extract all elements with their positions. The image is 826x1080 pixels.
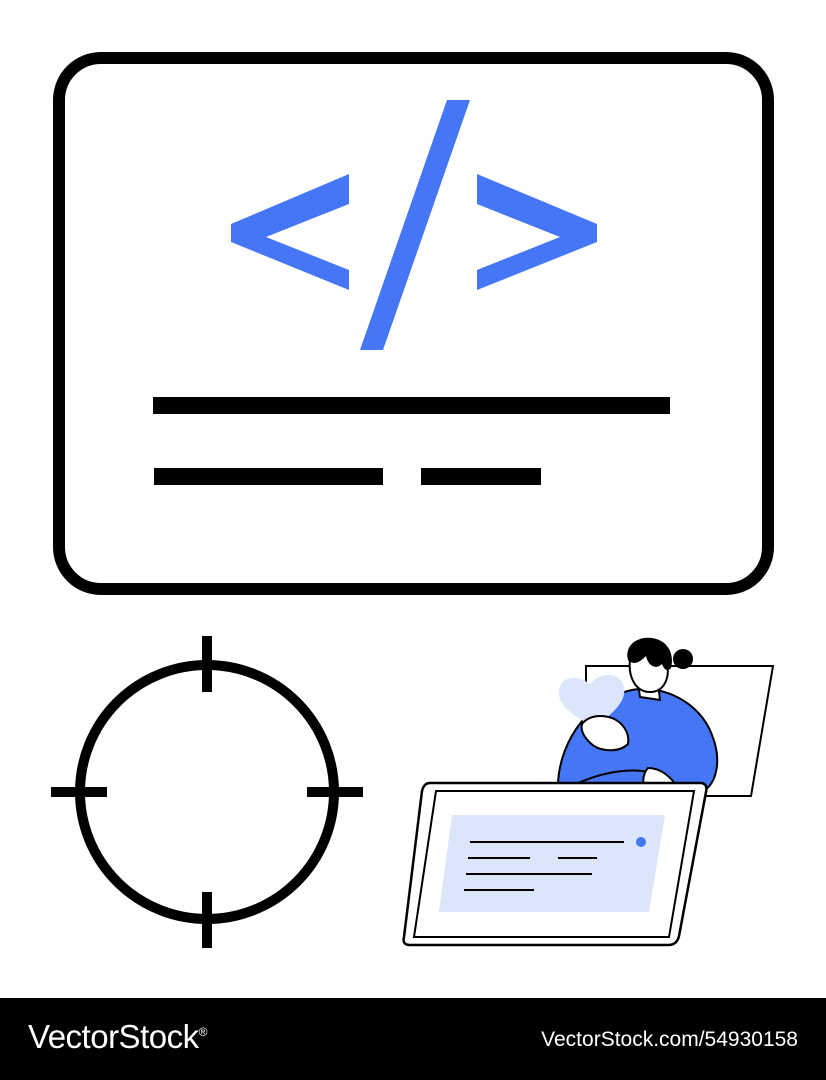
brand-registered-mark: ® [198, 1025, 208, 1039]
crosshair-icon [51, 636, 363, 948]
tablet-icon [402, 781, 708, 947]
less-than-glyph [231, 174, 349, 290]
crosshair-ring [75, 660, 339, 924]
tablet-text-lines [464, 841, 624, 891]
tablet-indicator-dot [636, 837, 646, 847]
code-window-frame [53, 52, 774, 595]
person-hand [580, 715, 630, 752]
person-hair-bun [673, 649, 693, 669]
footer-bar: VectorStock® VectorStock.com/54930158 [0, 998, 826, 1080]
person-hair [627, 637, 672, 671]
heart-icon [558, 675, 625, 728]
code-text-line-3 [421, 468, 541, 485]
tablet-screen [439, 815, 665, 912]
asset-id: VectorStock.com/54930158 [541, 1028, 798, 1051]
slash-glyph [360, 100, 470, 350]
code-window-icon [53, 52, 774, 595]
code-text-line-1 [153, 397, 670, 414]
illustration-canvas [51, 52, 775, 948]
greater-than-glyph [477, 174, 597, 290]
code-text-line-2 [154, 468, 383, 485]
brand-name: VectorStock [28, 1018, 199, 1055]
brand-logo: VectorStock® [28, 1018, 207, 1056]
